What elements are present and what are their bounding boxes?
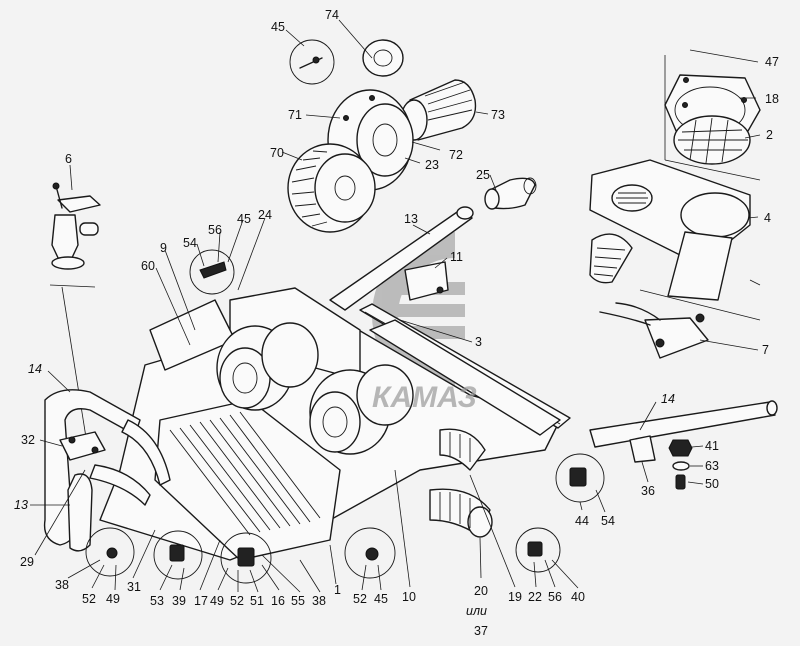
callout-31: 31 (127, 580, 141, 594)
corrugated-duct-20 (429, 488, 493, 538)
callout-41: 41 (705, 439, 719, 453)
callout-10: 10 (402, 590, 416, 604)
callout-19: 19 (508, 590, 522, 604)
callout-25: 25 (476, 168, 490, 182)
callout-38-left: 38 (55, 578, 69, 592)
callout-51: 51 (250, 594, 264, 608)
flex-hoses (89, 419, 171, 506)
callout-45-mid: 45 (237, 212, 251, 226)
callout-22: 22 (528, 590, 542, 604)
detail-circle-53-39 (153, 530, 203, 580)
callout-14-right: 14 (661, 392, 675, 406)
hose-13-left (67, 473, 93, 552)
callout-50: 50 (705, 477, 719, 491)
callout-47: 47 (765, 55, 779, 69)
detail-circle-52-49 (85, 527, 135, 577)
callout-1: 1 (334, 583, 341, 597)
detail-circle-52-45 (344, 527, 396, 579)
detail-circle-19-22-56 (515, 527, 561, 573)
callout-56-left: 56 (208, 223, 222, 237)
callout-40: 40 (571, 590, 585, 604)
intake-grille (673, 115, 751, 165)
callout-45-bottom: 45 (374, 592, 388, 606)
callout-70: 70 (270, 146, 284, 160)
callout-54-right: 54 (601, 514, 615, 528)
callout-32: 32 (21, 433, 35, 447)
detail-circle-54-56 (189, 249, 235, 295)
bracket-11 (404, 261, 449, 301)
callout-38-mid: 38 (312, 594, 326, 608)
callout-3: 3 (475, 335, 482, 349)
air-intake-duct (589, 159, 751, 301)
callout-4: 4 (764, 211, 771, 225)
callout-72: 72 (449, 148, 463, 162)
scroll-casing (261, 322, 414, 426)
callout-55: 55 (291, 594, 305, 608)
callout-53: 53 (150, 594, 164, 608)
callout-73: 73 (491, 108, 505, 122)
coolant-tap-32 (59, 431, 106, 461)
corrugated-duct-19 (439, 428, 486, 471)
heater-valve (51, 182, 101, 270)
callout-39: 39 (172, 594, 186, 608)
callout-6: 6 (65, 152, 72, 166)
callout-54-left: 54 (183, 236, 197, 250)
drain-hose (589, 233, 633, 284)
watermark-text: КАМАЗ (372, 381, 477, 414)
callout-23: 23 (425, 158, 439, 172)
callout-11: 11 (450, 250, 463, 264)
callout-20: 20 (474, 584, 488, 598)
callout-49-left: 49 (106, 592, 120, 606)
callout-16: 16 (271, 594, 285, 608)
callout-17: 17 (194, 594, 208, 608)
callout-63: 63 (705, 459, 719, 473)
callout-71: 71 (288, 108, 302, 122)
callout-14-left: 14 (28, 362, 42, 376)
callout-52-mid: 52 (230, 594, 244, 608)
callout-7: 7 (762, 343, 769, 357)
motor-clamp-bracket (289, 39, 404, 85)
callout-37: 37 (474, 624, 488, 638)
callout-49-mid: 49 (210, 594, 224, 608)
callout-9: 9 (160, 241, 167, 255)
callout-13-left: 13 (14, 498, 28, 512)
pipe-14-right (589, 400, 778, 463)
callout-60: 60 (141, 259, 155, 273)
callout-52-left: 52 (82, 592, 96, 606)
callout-74: 74 (325, 8, 339, 22)
callout-13-top: 13 (404, 212, 418, 226)
detail-circle-51-55 (220, 532, 272, 584)
callout-52-right: 52 (353, 592, 367, 606)
radiator-core (154, 399, 341, 561)
fan-wheel (287, 143, 376, 233)
reinforcing-beam (359, 303, 571, 436)
callout-29: 29 (20, 555, 34, 569)
connecting-pipe-upper (329, 206, 474, 311)
callout-2: 2 (766, 128, 773, 142)
callout-or: или (466, 604, 487, 618)
callout-44: 44 (575, 514, 589, 528)
nut-washer-bolt (668, 439, 693, 490)
callout-18: 18 (765, 92, 779, 106)
callout-56-right: 56 (548, 590, 562, 604)
flap-drive-lever (599, 302, 709, 359)
elbow-pipe (484, 177, 537, 210)
callout-45-top: 45 (271, 20, 285, 34)
detail-circle-44-54 (555, 453, 605, 503)
leader-lines (30, 19, 761, 593)
callout-24: 24 (258, 208, 272, 222)
callout-36: 36 (641, 484, 655, 498)
